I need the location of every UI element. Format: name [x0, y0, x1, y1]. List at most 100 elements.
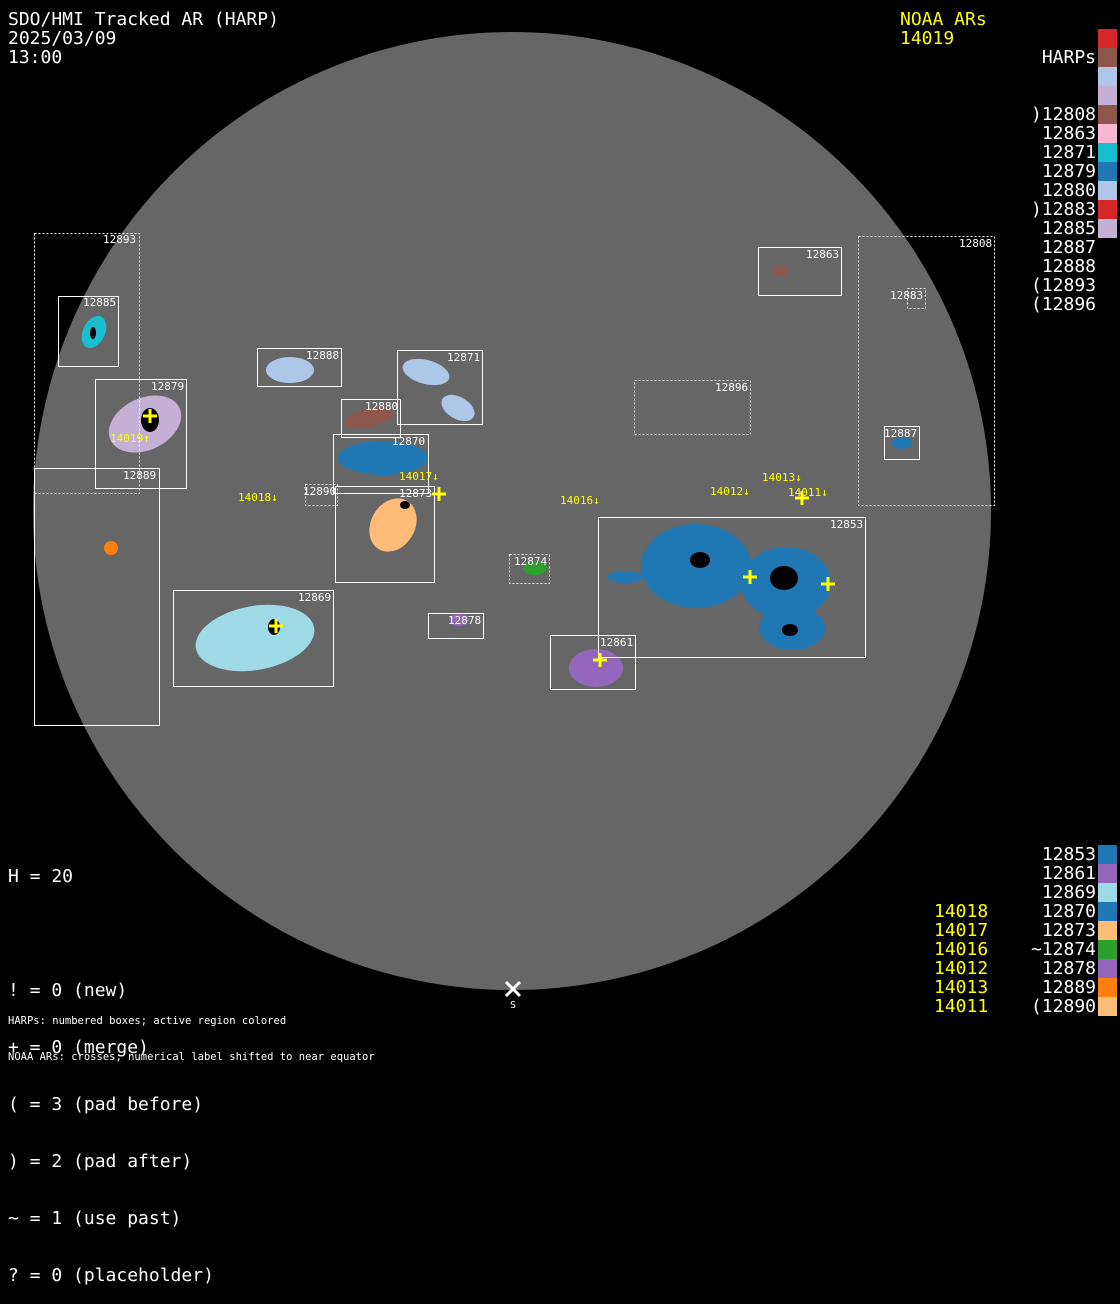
harp-label: 12878: [448, 614, 481, 627]
harp-legend-item: 12863: [1041, 123, 1096, 144]
harp-legend-item: 12889: [1041, 977, 1096, 998]
harp-label: 12874: [514, 555, 547, 568]
harp-label: 12896: [715, 381, 748, 394]
harp-legend-item: 12870: [1041, 901, 1096, 922]
stat-pad-before: ( = 3 (pad before): [8, 1094, 204, 1115]
noaa-header-label: NOAA ARs: [900, 9, 987, 30]
noaa-label: 14019↑: [110, 432, 150, 445]
noaa-legend-item: 14018: [934, 901, 989, 922]
harp-color-swatch: [1098, 86, 1117, 105]
region-12874: [523, 561, 547, 575]
noaa-labels: 14019↑ 14018↓ 14017↓ 14016↓ 14012↓ 14013…: [110, 432, 828, 507]
harp-label: 12880: [365, 400, 398, 413]
noaa-label: 14012↓: [710, 485, 750, 498]
region-12880: [344, 407, 394, 429]
footer-notes: HARPs: numbered boxes; active region col…: [8, 991, 375, 1075]
harp-legend-item: 12887: [1041, 237, 1096, 258]
footer-line-1: HARPs: numbered boxes; active region col…: [8, 1015, 287, 1027]
region-12878: [449, 614, 469, 626]
harp-legend-label: HARPs: [1041, 47, 1096, 68]
region-12887: [892, 437, 912, 449]
harp-legend-item: )12883: [1030, 199, 1096, 220]
harp-label: 12888: [306, 349, 339, 362]
region-12869: [195, 604, 315, 672]
harp-color-swatch: [1098, 921, 1117, 940]
harp-label: 12861: [600, 636, 633, 649]
noaa-legend-item: 14011: [934, 996, 989, 1017]
harp-label: 12889: [123, 469, 156, 482]
noaa-label: 14011↓: [788, 486, 828, 499]
harp-label: 12808: [959, 237, 992, 250]
harp-color-swatch: [1098, 162, 1117, 181]
region-12871a: [402, 358, 450, 386]
harp-legend-item: )12808: [1030, 104, 1096, 125]
harp-legend-item: 12885: [1041, 218, 1096, 239]
south-label: S: [510, 1000, 516, 1011]
harp-label: 12871: [447, 351, 480, 364]
harp-legend-item: ~12874: [1030, 939, 1096, 960]
region-12873: [369, 498, 417, 552]
harp-color-swatch: [1098, 143, 1117, 162]
harp-label: 12869: [298, 591, 331, 604]
harp-label: 12890: [303, 485, 336, 498]
region-12870: [338, 441, 428, 475]
stat-pad-after: ) = 2 (pad after): [8, 1151, 193, 1172]
noaa-header-value: 14019: [900, 28, 955, 49]
harp-color-swatch: [1098, 48, 1117, 67]
region-12888: [266, 357, 314, 383]
harp-legend-item: 12878: [1041, 958, 1096, 979]
harp-label: 12885: [83, 296, 116, 309]
solar-disk-plot: 12893 12885 12879 12889 12888 12871 1288…: [33, 32, 995, 1011]
harp-color-swatch: [1098, 959, 1117, 978]
harp-legend-item: 12879: [1041, 161, 1096, 182]
harp-color-swatch: [1098, 864, 1117, 883]
noaa-crosses: [143, 409, 835, 667]
region-12863: [772, 266, 788, 276]
harp-label: 12870: [392, 435, 425, 448]
stat-use-past: ~ = 1 (use past): [8, 1208, 182, 1229]
harp-color-swatch: [1098, 940, 1117, 959]
harp-legend-item: 12871: [1041, 142, 1096, 163]
harp-legend-item: 12869: [1041, 882, 1096, 903]
harp-label: 12887: [884, 427, 917, 440]
noaa-label: 14013↓: [762, 471, 802, 484]
stat-placeholder: ? = 0 (placeholder): [8, 1265, 214, 1286]
harp-color-swatch: [1098, 978, 1117, 997]
harp-color-swatch: [1098, 902, 1117, 921]
region-12861: [569, 649, 623, 687]
harp-color-swatch: [1098, 67, 1117, 86]
harp-legend-item: 12880: [1041, 180, 1096, 201]
harp-legend-item: 12853: [1041, 844, 1096, 865]
noaa-legend-item: 14016: [934, 939, 989, 960]
footer-line-2: NOAA ARs: crosses; numerical label shift…: [8, 1051, 375, 1063]
harp-legend-item: 12861: [1041, 863, 1096, 884]
harp-legend-item: 12888: [1041, 256, 1096, 277]
harp-label: 12863: [806, 248, 839, 261]
harp-label: 12853: [830, 518, 863, 531]
noaa-legend-item: [934, 864, 988, 883]
harp-labels: 12893 12885 12879 12889 12888 12871 1288…: [83, 233, 992, 649]
south-pole-x-icon: [504, 980, 522, 998]
harp-color-swatch: [1098, 124, 1117, 143]
plot-time: 13:00: [8, 47, 63, 68]
harp-label: 12879: [151, 380, 184, 393]
region-12853d: [607, 571, 643, 583]
plot-title: SDO/HMI Tracked AR (HARP): [8, 9, 279, 30]
noaa-label: 14016↓: [560, 494, 600, 507]
harp-legend-item: (12893: [1030, 275, 1096, 296]
noaa-legend-item: 14017: [934, 920, 989, 941]
plot-date: 2025/03/09: [8, 28, 117, 49]
stat-new: ! = 0 (new): [8, 980, 128, 1001]
harp-color-swatch: [1098, 997, 1117, 1016]
region-12871b: [441, 394, 475, 422]
harp-color-swatch: [1098, 219, 1117, 238]
harp-color-swatch: [1098, 883, 1117, 902]
harp-color-swatch: [1098, 181, 1117, 200]
noaa-label: 14017↓: [399, 470, 439, 483]
harp-label: 12883: [890, 289, 923, 302]
harp-color-swatch: [1098, 105, 1117, 124]
h-count: H = 20: [8, 866, 74, 887]
